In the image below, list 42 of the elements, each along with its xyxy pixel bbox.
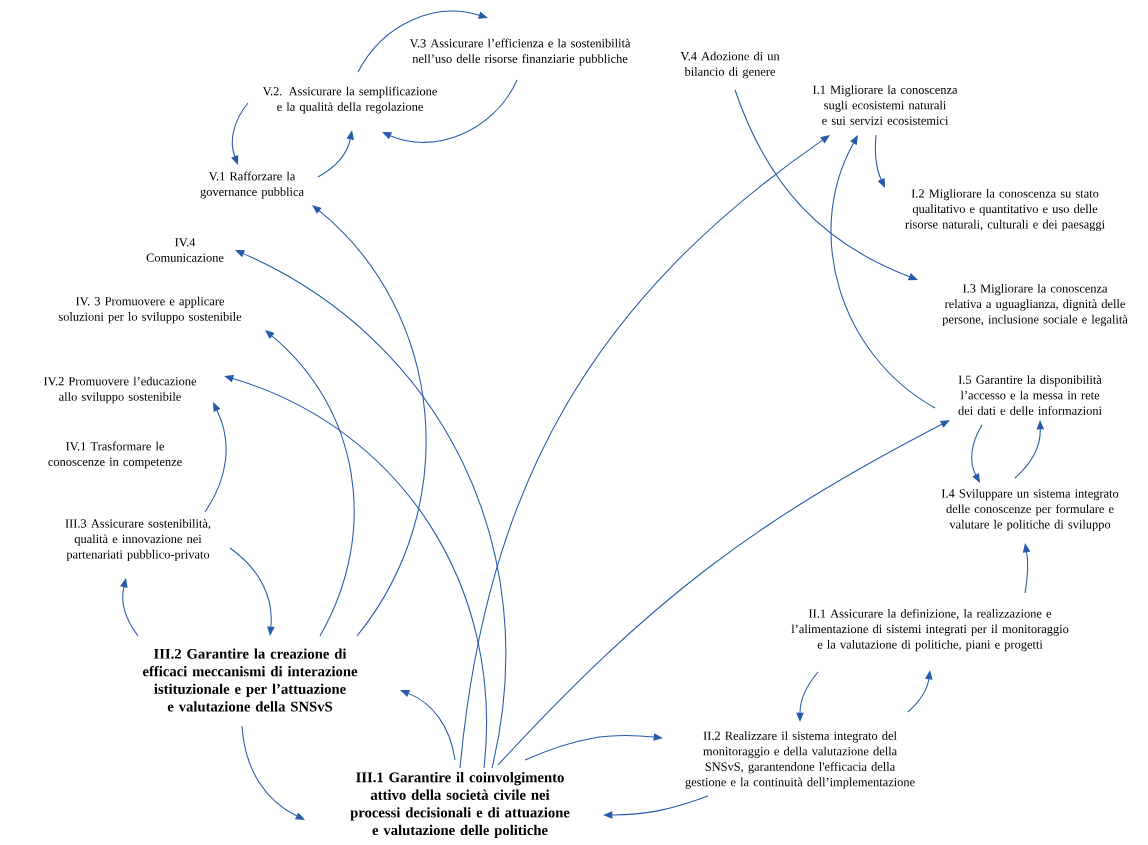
goal-text: III.3 Assicurare sostenibilità, qualità e innovazione nei partenariati pubblico-privato <box>65 518 211 562</box>
arrow <box>1022 543 1031 594</box>
goal-text: IV.1 Trasformare le conoscenze in competenze <box>48 441 182 469</box>
goal-text: I.4 Sviluppare un sistema integrato delle conoscenze per formulare e valutare le politiche di sviluppo <box>941 488 1119 532</box>
arrow <box>524 733 663 761</box>
goal-text: V.1 Rafforzare la governance pubblica <box>200 171 304 199</box>
goal-text: V.4 Adozione di un bilancio di genere <box>680 51 780 79</box>
goal-text: III.1 Garantire il coinvolgimento attivo della società civile nei processi decisionali e di attuazione e valutazione delle politiche <box>350 771 570 839</box>
arrow <box>603 795 709 819</box>
arrow <box>382 79 518 143</box>
goal-text: I.1 Migliorare la conoscenza sugli ecosistemi naturali e sui servizi ecosistemici <box>813 85 958 125</box>
arrow <box>796 671 819 722</box>
goal-text: III.2 Garantire la creazione di efficaci meccanismi di interazione istituzionale e per l’attuazione e valutazione della SNSvS <box>143 648 358 712</box>
arrow <box>235 250 507 769</box>
arrow <box>241 725 305 820</box>
arrow <box>265 330 355 637</box>
arrow <box>830 135 936 409</box>
arrow <box>317 130 354 178</box>
arrow <box>459 135 830 769</box>
arrow <box>204 402 227 513</box>
goal-text: II.2 Realizzare il sistema integrato del monitoraggio e della valutazione della SNSvS, garantendone l'efficacia della gestione e la continuità dell’implementazione <box>685 731 915 789</box>
arrow <box>312 205 427 637</box>
arrow <box>224 375 488 769</box>
arrow <box>971 424 983 483</box>
goal-text: I.3 Migliorare la conoscenza relativa a uguaglianza, dignità delle persone, inclusione sociale e legalità <box>942 283 1128 327</box>
arrow <box>229 547 275 636</box>
arrow <box>120 578 139 637</box>
goal-text: II.1 Assicurare la definizione, la realizzazione e l’alimentazione di sistemi integrati per il monitoraggio e la valutazione di politiche, piani e progetti <box>791 608 1069 652</box>
goal-text: IV.2 Promuovere l’educazione allo sviluppo sostenibile <box>43 376 197 404</box>
arrow <box>907 670 933 713</box>
arrow <box>400 689 456 761</box>
arrow <box>497 420 950 766</box>
goal-text: IV.4 Comunicazione <box>146 238 224 262</box>
goal-text: IV. 3 Promuovere e applicare soluzioni per lo sviluppo sostenibile <box>58 296 242 324</box>
goal-text: I.5 Garantire la disponibilità l’accesso e la messa in rete dei dati e delle informazioni <box>958 375 1102 415</box>
goal-text: V.2. Assicurare la semplificazione e la qualità della regolazione <box>262 86 437 114</box>
arrow <box>874 134 885 188</box>
arrow <box>357 10 488 73</box>
goal-text: V.3 Assicurare l’efficienza e la sostenibilità nell’uso delle risorse finanziarie pubbliche <box>409 38 631 66</box>
arrow <box>734 89 918 281</box>
arrow <box>231 102 249 165</box>
goal-text: I.2 Migliorare la conoscenza su stato qualitativo e quantitativo e uso delle risorse naturali, culturali e dei paesaggi <box>905 188 1105 232</box>
